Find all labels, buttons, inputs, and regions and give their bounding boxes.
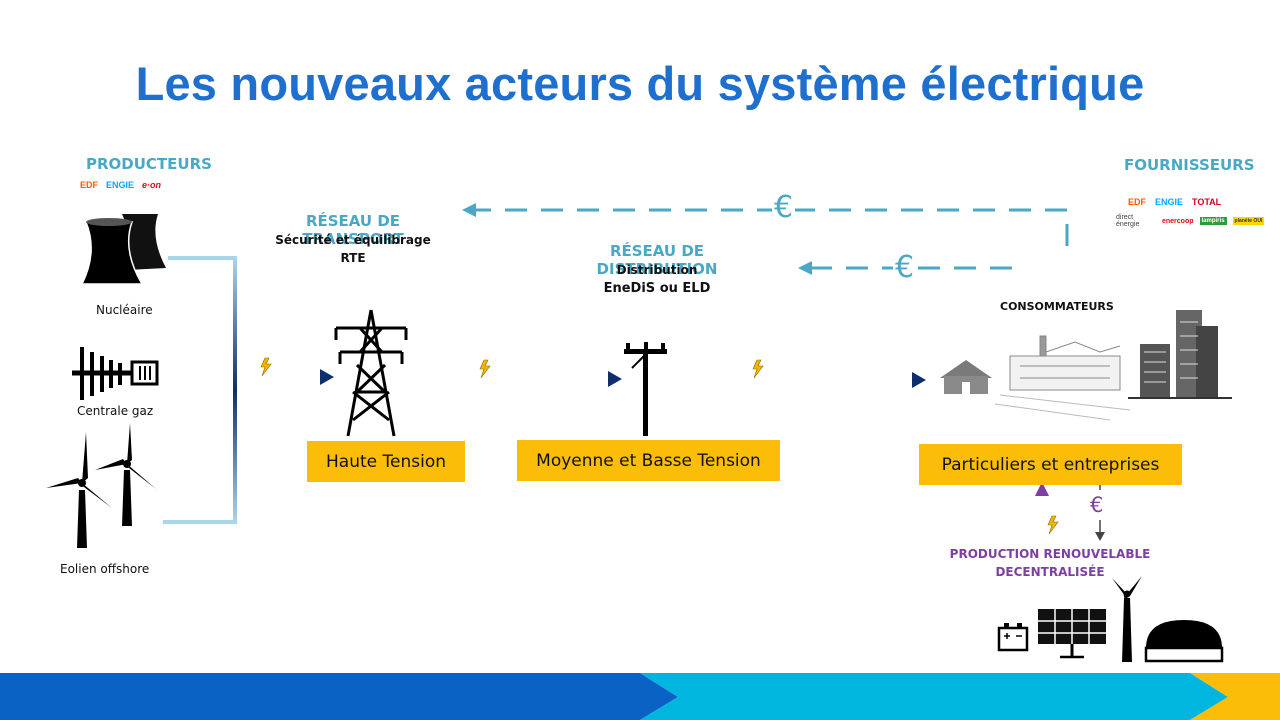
transport-subtitle: Sécurité et équilibrage xyxy=(275,233,431,247)
enercoop-logo: enercoop xyxy=(1162,217,1194,225)
eon-logo: e·on xyxy=(142,180,162,190)
label-centrale-gaz: Centrale gaz xyxy=(77,404,154,418)
decentralised-production-label-2: DECENTRALISÉE xyxy=(995,565,1105,579)
particuliers-entreprises-box: Particuliers et entreprises xyxy=(919,444,1182,485)
gas-plant-icon xyxy=(72,347,159,400)
producer-collector xyxy=(160,256,334,524)
transport-operator: RTE xyxy=(340,251,366,265)
planete-oui-logo: planète OUI xyxy=(1232,217,1265,225)
solar-panel-icon xyxy=(1038,609,1106,659)
transport-heading: RÉSEAU DE TRANSPORT xyxy=(302,212,404,248)
lightning-icon xyxy=(752,359,764,379)
consumers-heading: CONSOMMATEURS xyxy=(1000,300,1114,313)
engie-logo: ENGIE xyxy=(106,180,135,190)
distribution-heading: RÉSEAU DE DISTRIBUTION xyxy=(596,242,718,278)
transmission-pylon-icon xyxy=(334,309,408,437)
money-flow-middle xyxy=(798,261,1012,275)
producers-heading: PRODUCTEURS xyxy=(86,155,212,173)
office-towers-icon xyxy=(1128,310,1232,399)
flow-arrow-distribution-consumers xyxy=(670,372,926,388)
biogas-dome-icon xyxy=(1144,620,1224,663)
supplier-logos-row1: EDF ENGIE TOTAL xyxy=(1128,197,1221,207)
wind-turbine-icon xyxy=(46,423,156,548)
distribution-subtitle: Distribution xyxy=(616,263,698,277)
flow-arrow-transport-distribution xyxy=(408,371,622,387)
supplier-logos-row2: direct énergie enercoop lampiris planète… xyxy=(1116,214,1265,228)
decentralised-production-label-1: PRODUCTION RENOUVELABLE xyxy=(949,547,1151,561)
battery-icon xyxy=(997,623,1029,652)
euro-symbol-middle: € xyxy=(893,250,917,285)
moyenne-basse-tension-box: Moyenne et Basse Tension xyxy=(517,440,780,481)
factory-icon xyxy=(994,335,1131,421)
lightning-icon xyxy=(260,357,272,377)
page-title: Les nouveaux acteurs du système électriq… xyxy=(135,57,1145,110)
euro-symbol-top: € xyxy=(772,190,796,225)
direct-energie-logo: direct énergie xyxy=(1116,214,1140,228)
lightning-icon xyxy=(1047,515,1059,535)
house-icon xyxy=(940,360,992,394)
engie-logo: ENGIE xyxy=(1155,197,1184,207)
lightning-icon xyxy=(479,359,491,379)
lampiris-logo: lampiris xyxy=(1199,217,1227,225)
local-production-arrow-up xyxy=(1035,482,1049,546)
edf-logo: EDF xyxy=(80,180,98,190)
small-wind-turbine-icon xyxy=(1112,576,1142,662)
nuclear-plant-icon xyxy=(80,214,166,285)
footer-band xyxy=(0,673,1280,720)
producer-logos: EDF ENGIE e·on xyxy=(80,180,161,190)
distribution-operator: EneDiS ou ELD xyxy=(603,281,711,296)
euro-symbol-local: € xyxy=(1090,493,1104,517)
distribution-pole-icon xyxy=(624,342,667,436)
total-logo: TOTAL xyxy=(1192,197,1222,207)
haute-tension-box: Haute Tension xyxy=(307,441,465,482)
local-payment-arrow-down xyxy=(1095,485,1105,541)
label-nucleaire: Nucléaire xyxy=(96,303,153,317)
edf-logo: EDF xyxy=(1128,197,1146,207)
money-flow-top xyxy=(462,203,1069,246)
suppliers-heading: FOURNISSEURS xyxy=(1124,156,1255,174)
label-eolien-offshore: Eolien offshore xyxy=(60,562,150,576)
